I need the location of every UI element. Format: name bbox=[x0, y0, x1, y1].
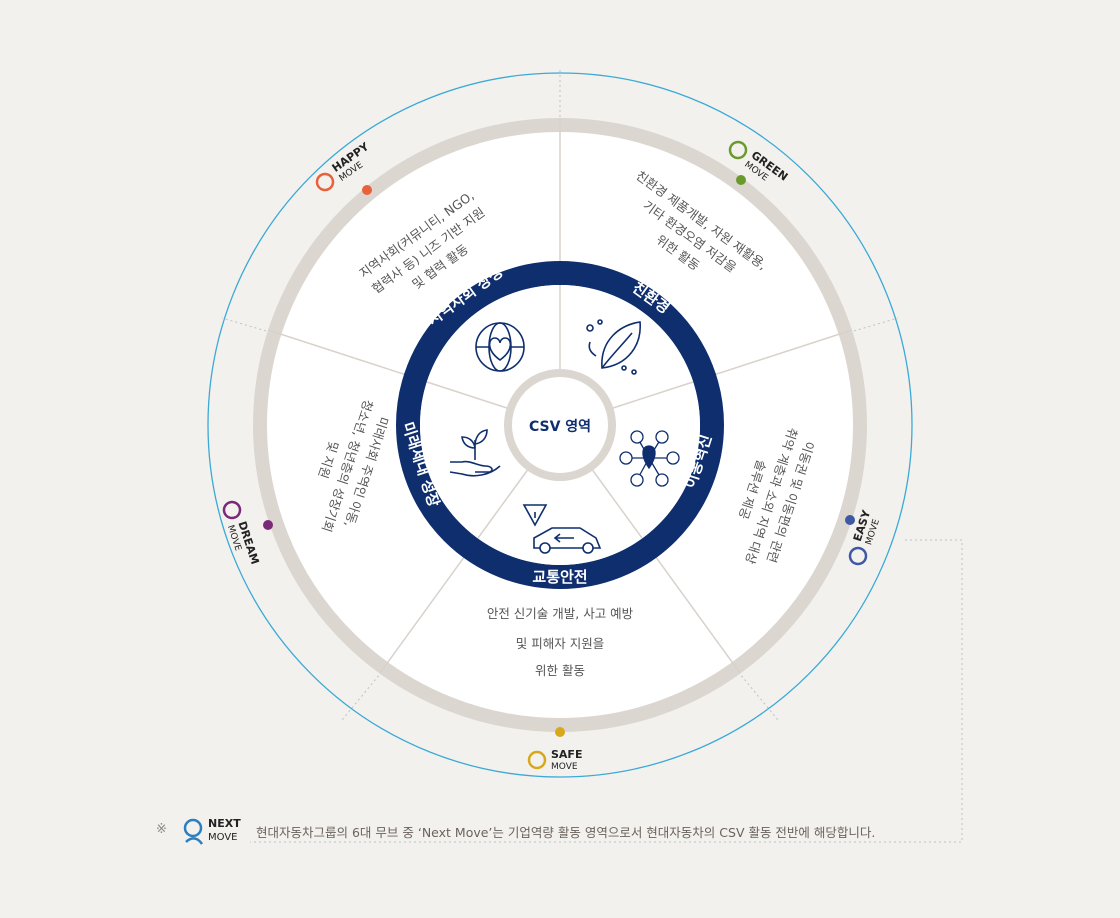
car-warning-icon bbox=[522, 504, 602, 554]
leaf-icon bbox=[586, 319, 641, 375]
happy-dot bbox=[362, 185, 372, 195]
globe-heart-icon bbox=[475, 322, 525, 372]
hand-plant-icon bbox=[449, 429, 501, 477]
desc-safety: 안전 신기술 개발, 사고 예방 및 피해자 지원을 위한 활동 bbox=[487, 606, 634, 678]
easy-dot bbox=[845, 515, 855, 525]
center-label: CSV 영역 bbox=[529, 418, 591, 435]
footnote: ※ NEXT MOVE 현대자동차그룹의 6대 무브 중 ‘Next Move’… bbox=[156, 814, 956, 850]
svg-text:MOVE: MOVE bbox=[208, 832, 237, 843]
svg-text:안전 신기술 개발, 사고 예방: 안전 신기술 개발, 사고 예방 bbox=[487, 606, 634, 621]
svg-text:및 피해자 지원을: 및 피해자 지원을 bbox=[516, 636, 604, 651]
safe-move-badge: SAFE MOVE bbox=[527, 748, 582, 772]
ring-label-safety: 교통안전 bbox=[532, 568, 587, 586]
dream-dot bbox=[263, 520, 273, 530]
footnote-mark: ※ bbox=[156, 822, 167, 837]
svg-text:NEXT: NEXT bbox=[208, 817, 241, 830]
outer-circle bbox=[207, 72, 913, 778]
mobility-network-icon bbox=[619, 430, 680, 487]
safe-dot bbox=[555, 727, 565, 737]
svg-text:SAFE: SAFE bbox=[551, 748, 582, 761]
center-circle bbox=[504, 369, 616, 481]
navy-ring bbox=[396, 261, 724, 589]
green-dot bbox=[736, 175, 746, 185]
footnote-text: 현대자동차그룹의 6대 무브 중 ‘Next Move’는 기업역량 활동 영역… bbox=[256, 825, 876, 840]
svg-text:위한 활동: 위한 활동 bbox=[535, 663, 585, 678]
next-move-logo: NEXT MOVE bbox=[183, 817, 241, 845]
dream-move-badge: DREAM MOVE bbox=[222, 500, 262, 566]
svg-text:MOVE: MOVE bbox=[551, 762, 578, 772]
inner-dividers bbox=[426, 285, 694, 539]
